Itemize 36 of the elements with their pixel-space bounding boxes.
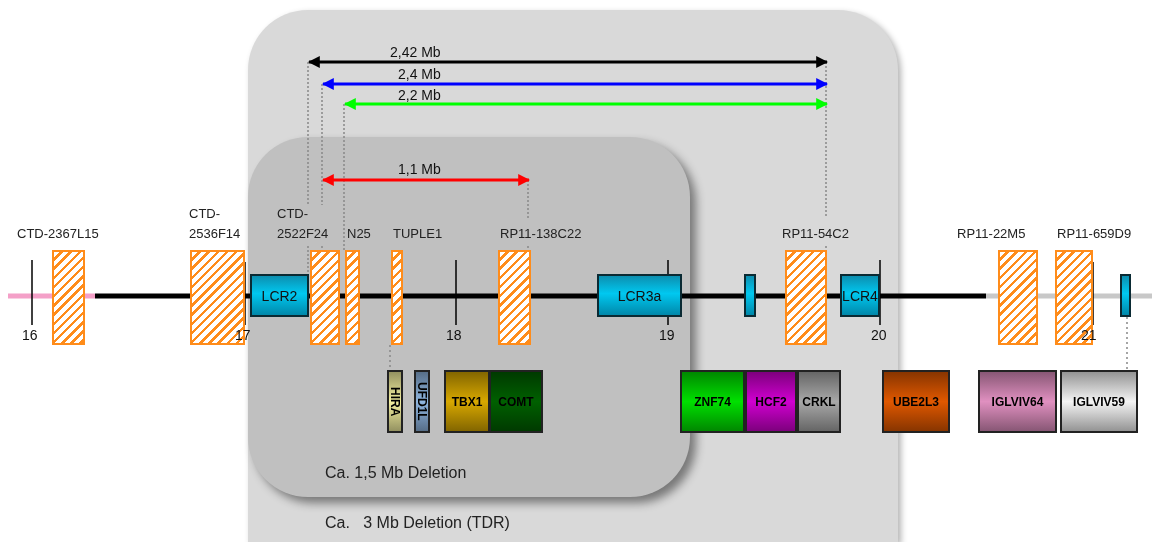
- gene-block: IGLVIV64: [978, 370, 1057, 433]
- band-number: 20: [871, 327, 887, 343]
- band-number: 19: [659, 327, 675, 343]
- band-number: 16: [22, 327, 38, 343]
- probe-label: RP11-54C2: [782, 225, 849, 243]
- gene-block: IGLVIV59: [1060, 370, 1138, 433]
- gene-block: UBE2L3: [882, 370, 950, 433]
- probe-label: RP11-659D9: [1057, 225, 1132, 243]
- gene-block: CRKL: [797, 370, 841, 433]
- gene-block: HCF2: [745, 370, 797, 433]
- region-label: Ca. 1,5 Mb Deletion: [325, 464, 467, 482]
- gene-block: UFD1L: [414, 370, 430, 433]
- band-number: 18: [446, 327, 462, 343]
- connector-line: [1126, 316, 1128, 371]
- probe-label: RP11-138C22: [500, 225, 582, 243]
- dimension-label: 2,4 Mb: [398, 66, 441, 82]
- dimension-label: 1,1 Mb: [398, 161, 441, 177]
- lcr-block: LCR2: [250, 274, 309, 317]
- dimension-label: 2,42 Mb: [390, 44, 441, 60]
- dimension-label: 2,2 Mb: [398, 87, 441, 103]
- probe-label: N25: [347, 225, 371, 243]
- probe-label: CTD-2367L15: [17, 225, 99, 243]
- gene-block: ZNF74: [680, 370, 745, 433]
- gene-block: COMT: [489, 370, 543, 433]
- lcr-block: LCR3a: [597, 274, 682, 317]
- probe-label: TUPLE1: [393, 225, 443, 243]
- probe-label: RP11-22M5: [957, 225, 1026, 243]
- lcr-block: LCR4: [840, 274, 880, 317]
- lcr-block: [744, 274, 756, 317]
- probe-label: CTD- 2536F14: [189, 205, 242, 243]
- lcr-block: [1120, 274, 1131, 317]
- deletion-region-panel: [248, 137, 690, 497]
- gene-block: HIRA: [387, 370, 403, 433]
- probe-label: CTD- 2522F24: [277, 205, 327, 243]
- region-label: Ca. 3 Mb Deletion (TDR): [325, 514, 510, 532]
- gene-block: TBX1: [444, 370, 490, 433]
